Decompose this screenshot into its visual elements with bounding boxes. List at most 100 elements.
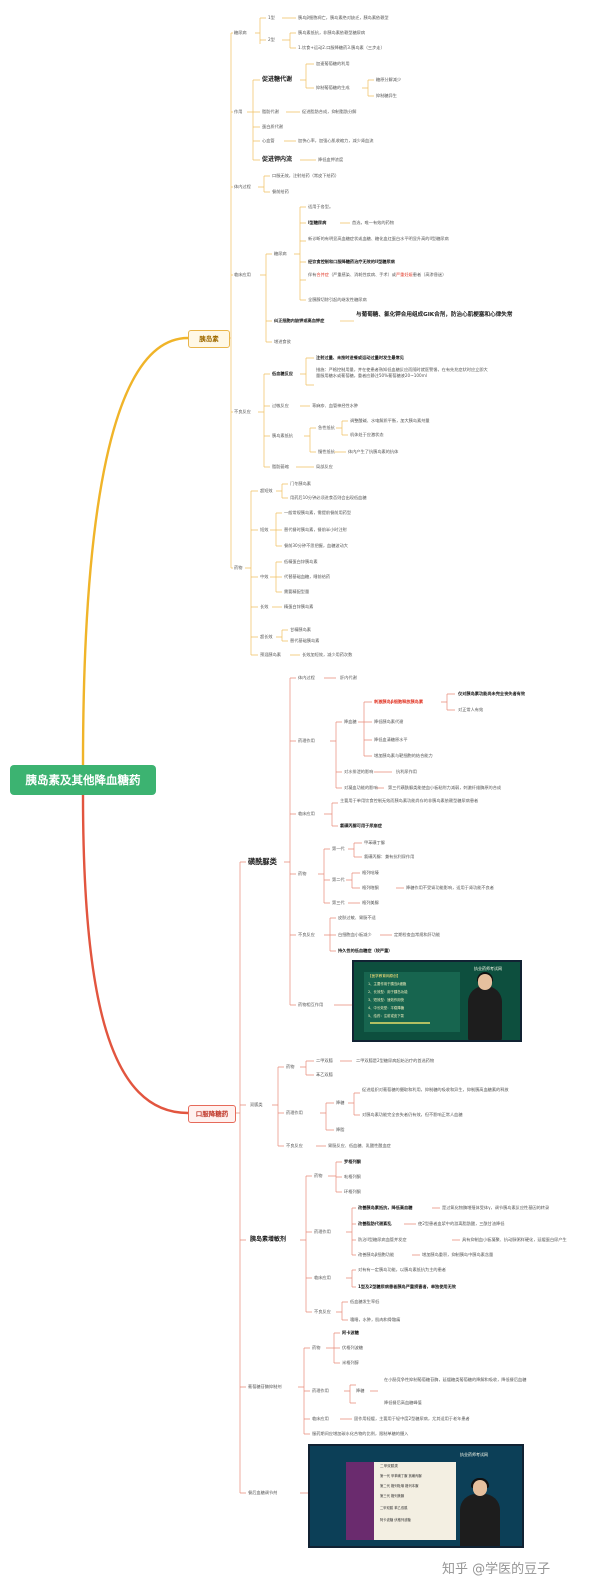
node-s3: 餐前30分钟不思把握，血糖波动大 bbox=[284, 543, 348, 548]
node-su-act[interactable]: 药理作用 bbox=[298, 738, 315, 743]
node-type1-desc: 胰岛β细胞凋亡，胰岛素绝对缺乏，胰岛素依赖型 bbox=[298, 15, 389, 20]
node-fat[interactable]: 脂肪代谢 bbox=[262, 109, 279, 114]
branch-insulin[interactable]: 胰岛素 bbox=[188, 330, 230, 348]
video2-row-1: 第一代 甲苯磺丁脲 氯磺丙脲 bbox=[380, 1474, 422, 1478]
video1-row-5: 5、给药：注射或皮下泵 bbox=[368, 1014, 405, 1018]
node-agi-clin-desc: 固作用轻缓，主要用于轻中度2型糖尿病，尤其适用于老年患者 bbox=[354, 1416, 470, 1421]
video1-row-4: 4、中长效型：平稳降糖 bbox=[368, 1006, 405, 1010]
node-su-adv[interactable]: 不良反应 bbox=[298, 932, 315, 937]
node-bg-act[interactable]: 药理作用 bbox=[286, 1110, 303, 1115]
node-long[interactable]: 长效 bbox=[260, 604, 269, 609]
node-resist[interactable]: 胰岛素抵抗 bbox=[272, 433, 293, 438]
node-su-water[interactable]: 对水排泄的影响 bbox=[344, 769, 374, 774]
node-heart-desc: 加快心率，加强心肌收缩力，减少肾血流 bbox=[298, 138, 374, 143]
lecture-video-thumbnail-1[interactable]: 【医学教育网原创】 1、主要作用于胰岛β细胞 2、长效型：用于胰岛功能 3、短效… bbox=[352, 960, 522, 1042]
node-su-coag[interactable]: 对凝血功能的影响 bbox=[344, 785, 378, 790]
node-biguanide[interactable]: 双胍类 bbox=[250, 1102, 263, 1107]
node-su-clin[interactable]: 临床应用 bbox=[298, 811, 315, 816]
node-chronic[interactable]: 慢性抵抗 bbox=[318, 449, 335, 454]
node-su-l1b: 对正常人有效 bbox=[458, 707, 484, 712]
node-vivo[interactable]: 体内过程 bbox=[234, 184, 251, 189]
node-ciglitazone: 环格列酮 bbox=[344, 1189, 361, 1194]
node-gen1[interactable]: 第一代 bbox=[332, 846, 345, 851]
node-m2: 代替基础血糖，睡前给药 bbox=[284, 574, 331, 579]
node-mid[interactable]: 中效 bbox=[260, 574, 269, 579]
video1-board-title: 【医学教育网原创】 bbox=[368, 974, 401, 978]
node-su-drug[interactable]: 药物 bbox=[298, 871, 307, 876]
node-gen1-a: 甲苯磺丁脲 bbox=[364, 840, 385, 845]
node-hypo[interactable]: 低血糖反应 bbox=[272, 371, 293, 376]
node-gen2-b: 格列喹酮 bbox=[362, 885, 379, 890]
node-bg-drug[interactable]: 药物 bbox=[286, 1064, 295, 1069]
node-c2: I型糖尿病 bbox=[308, 220, 327, 225]
node-su-coag-desc: 第三代磺酰脲类能使血小板粘附力减弱，刺激纤维酶原的合成 bbox=[388, 785, 502, 790]
node-lipo[interactable]: 脂肪萎缩 bbox=[272, 464, 289, 469]
lecturer-figure bbox=[468, 986, 502, 1040]
video1-underline bbox=[370, 1022, 430, 1024]
node-type2-a: 胰岛素抵抗，非胰岛素依赖型糖尿病 bbox=[298, 30, 366, 35]
node-acute-a: 调整酸碱、水电解质平衡，加大胰岛素剂量 bbox=[350, 418, 430, 423]
node-agi-lb: 降低餐后高血糖峰值 bbox=[384, 1400, 422, 1405]
node-su-inter[interactable]: 药物相互作用 bbox=[298, 1002, 324, 1007]
node-su-vivo[interactable]: 体内过程 bbox=[298, 675, 315, 680]
node-bg-lower[interactable]: 降糖 bbox=[336, 1100, 345, 1105]
node-agi-lower[interactable]: 降糖 bbox=[356, 1388, 365, 1393]
node-sens-act[interactable]: 药理作用 bbox=[314, 1229, 331, 1234]
node-allergy[interactable]: 过敏反应 bbox=[272, 403, 289, 408]
node-agi-drug[interactable]: 药物 bbox=[312, 1345, 321, 1350]
node-sens-a3: 防治II型糖尿病血管并发症 bbox=[358, 1237, 407, 1242]
node-sens-clin[interactable]: 临床应用 bbox=[314, 1275, 331, 1280]
node-gen2[interactable]: 第二代 bbox=[332, 877, 345, 882]
node-gik: 与葡萄糖、氯化钾合用组成GIK合剂，防治心肌梗塞和心律失常 bbox=[356, 312, 513, 318]
node-type1[interactable]: 1型 bbox=[268, 15, 275, 20]
node-dm[interactable]: 糖尿病 bbox=[274, 251, 287, 256]
node-fat-desc: 促进脂肪合成，抑制脂肪分解 bbox=[302, 109, 357, 114]
node-clinical[interactable]: 临床应用 bbox=[234, 272, 251, 277]
video1-logo: 执业药师考试网 bbox=[474, 966, 502, 971]
node-drugs[interactable]: 药物 bbox=[234, 565, 243, 570]
node-rapid[interactable]: 超短效 bbox=[260, 488, 273, 493]
node-g2a: 糖原分解减少 bbox=[376, 77, 402, 82]
node-type2[interactable]: 2型 bbox=[268, 37, 275, 42]
node-glucose-metab[interactable]: 促进糖代谢 bbox=[262, 76, 293, 83]
node-hypo-b: 措施：严格控制用量，并在使患者熟知低血糖反应而随时就医警惕，在有先兆症状时应立即… bbox=[316, 367, 488, 378]
node-protein[interactable]: 蛋白质代谢 bbox=[262, 124, 283, 129]
node-premix[interactable]: 预混胰岛素 bbox=[260, 652, 281, 657]
node-type2-b: 1.饮食+运动2.口服降糖药3.胰岛素（三步走） bbox=[298, 45, 385, 50]
node-meal-regulator[interactable]: 餐后血糖调节剂 bbox=[248, 1490, 278, 1495]
node-pioglitazone: 吡格列酮 bbox=[344, 1174, 361, 1179]
node-agi-act[interactable]: 药理作用 bbox=[312, 1388, 329, 1393]
node-k-correct[interactable]: 纠正细胞内缺钾或高血钾症 bbox=[274, 318, 325, 323]
video2-row-3: 第三代 格列美脲 bbox=[380, 1494, 405, 1498]
node-su-lower[interactable]: 降血糖 bbox=[344, 719, 357, 724]
node-miglitol: 米格列醇 bbox=[342, 1360, 359, 1365]
node-heart[interactable]: 心血管 bbox=[262, 138, 275, 143]
node-k-influx[interactable]: 促进钾内流 bbox=[262, 156, 293, 163]
node-sens-adv[interactable]: 不良反应 bbox=[314, 1309, 331, 1314]
node-short[interactable]: 短效 bbox=[260, 527, 269, 532]
node-glucosidase[interactable]: 葡萄糖苷酶抑制剂 bbox=[248, 1384, 282, 1389]
node-sens-drug[interactable]: 药物 bbox=[314, 1173, 323, 1178]
node-agi-clin[interactable]: 临床应用 bbox=[312, 1416, 329, 1421]
node-bg-adv[interactable]: 不良反应 bbox=[286, 1143, 303, 1148]
node-action[interactable]: 作用 bbox=[234, 109, 243, 114]
node-diabetes[interactable]: 糖尿病 bbox=[234, 30, 247, 35]
branch-oral-drugs[interactable]: 口服降糖药 bbox=[188, 1105, 236, 1123]
root-topic[interactable]: 胰岛素及其他降血糖药 bbox=[10, 765, 156, 795]
node-bg-lipid[interactable]: 降脂 bbox=[336, 1127, 345, 1132]
lecture-video-thumbnail-2[interactable]: 二甲双胍类 第一代 甲苯磺丁脲 氯磺丙脲 第二代 格列吡嗪 格列本脲 第三代 格… bbox=[308, 1444, 524, 1548]
node-appetite[interactable]: 增进食欲 bbox=[274, 339, 291, 344]
node-adverse[interactable]: 不良反应 bbox=[234, 409, 251, 414]
node-acute[interactable]: 急性抵抗 bbox=[318, 425, 335, 430]
node-su-l2: 降低胰岛素代谢 bbox=[374, 719, 404, 724]
node-voglibose: 伏格列波糖 bbox=[342, 1345, 363, 1350]
video1-row-3: 3、短效型：速效作用快 bbox=[368, 998, 405, 1002]
node-gen3[interactable]: 第三代 bbox=[332, 900, 345, 905]
node-sensitizer[interactable]: 胰岛素增敏剂 bbox=[250, 1236, 287, 1243]
node-c6: 全胰腺切除引起的继发性糖尿病 bbox=[308, 297, 367, 302]
node-gen2-b-desc: 降糖作用不受肾功能影响，适用于肾功能不良者 bbox=[406, 885, 494, 890]
node-sulfonylurea[interactable]: 磺酰脲类 bbox=[248, 857, 277, 866]
node-u1: 甘精胰岛素 bbox=[290, 627, 311, 632]
node-ultra[interactable]: 超长效 bbox=[260, 634, 273, 639]
